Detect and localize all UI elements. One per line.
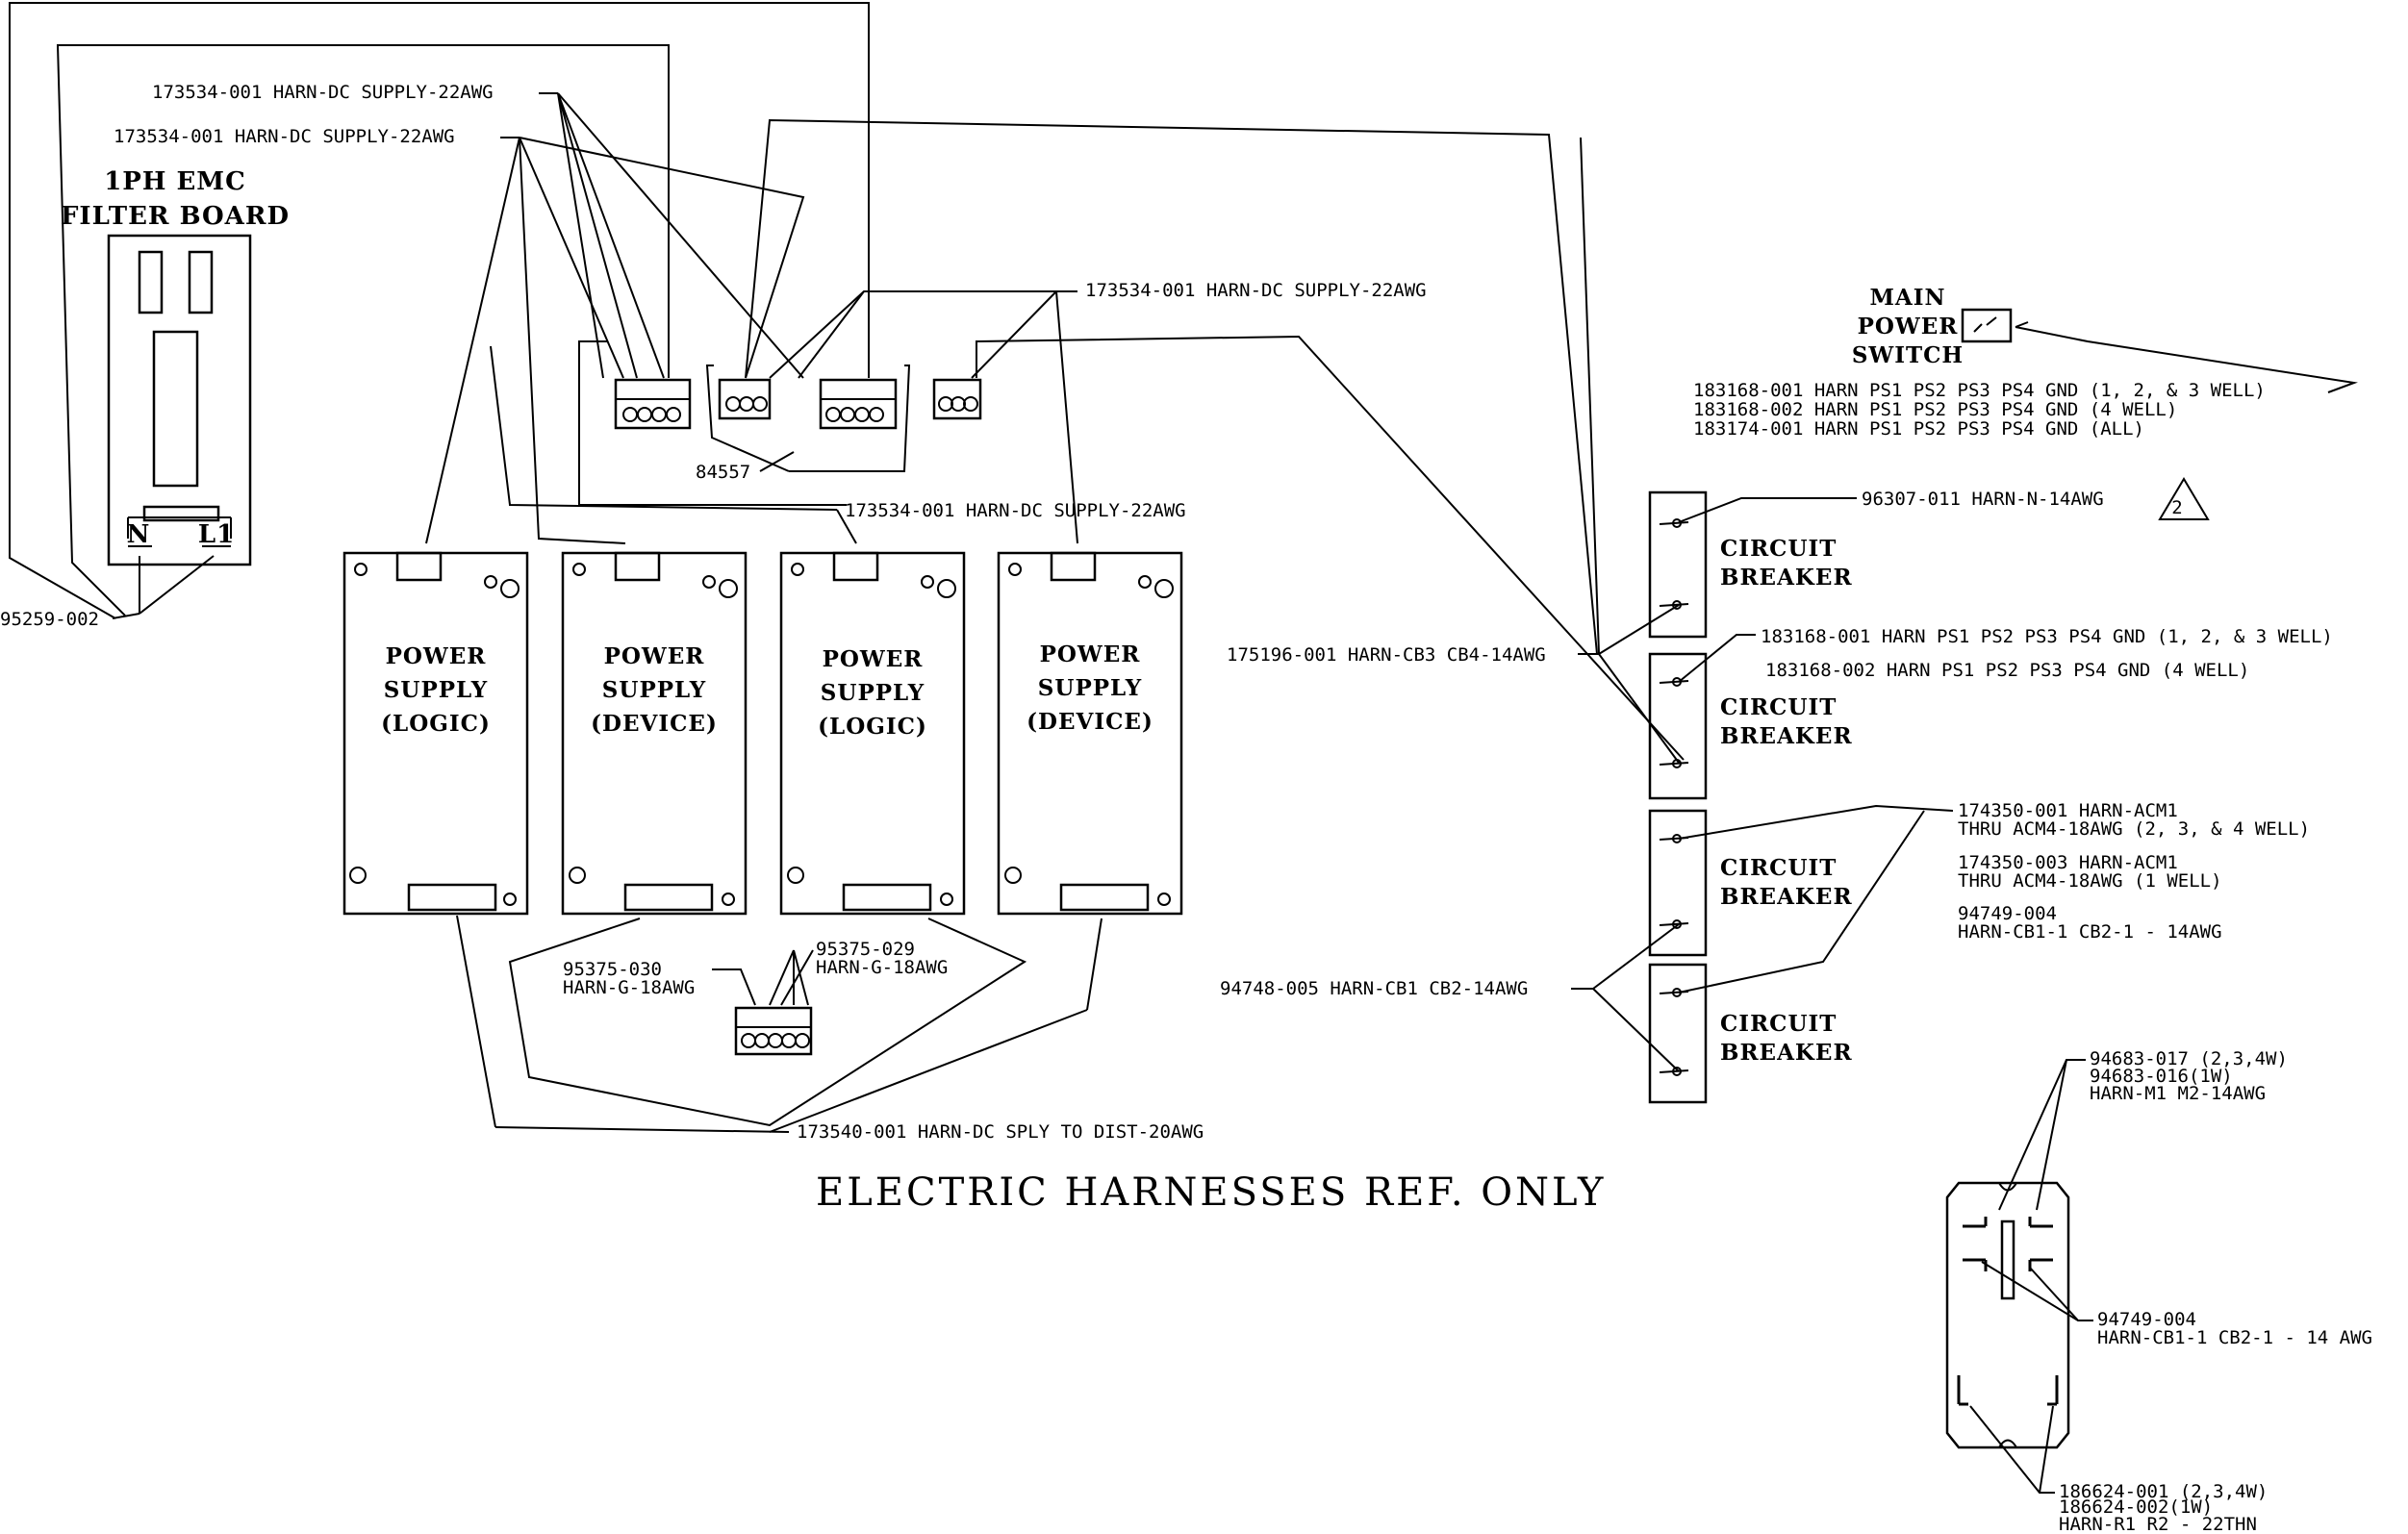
label-gnd-3: 183174-001 HARN PS1 PS2 PS3 PS4 GND (ALL… <box>1693 418 2144 440</box>
emc-wires: 95259-002 <box>0 2 870 630</box>
label-g029-b: HARN-G-18AWG <box>816 957 948 978</box>
label-harn-n: 96307-011 HARN-N-14AWG <box>1862 489 2104 510</box>
switch-line3: SWITCH <box>1852 342 1964 368</box>
ps4-line3: (DEVICE) <box>1027 709 1153 735</box>
label-r1-a: 186624-001 (2,3,4W) <box>2059 1481 2268 1502</box>
cb4-line2: BREAKER <box>1720 1040 1853 1066</box>
label-cb1-b: HARN-CB1-1 CB2-1 - 14AWG <box>1958 921 2222 943</box>
cb1-line2: BREAKER <box>1720 565 1853 591</box>
label-dc-supply-1: 173534-001 HARN-DC SUPPLY-22AWG <box>152 82 494 103</box>
ps3-line1: POWER <box>823 646 924 672</box>
ps1-line2: SUPPLY <box>384 677 488 703</box>
ps3-line3: (LOGIC) <box>818 714 927 740</box>
ps4-line1: POWER <box>1040 641 1141 667</box>
cb2-line1: CIRCUIT <box>1720 694 1837 720</box>
cb2-line2: BREAKER <box>1720 723 1853 749</box>
ps2-line2: SUPPLY <box>602 677 706 703</box>
label-dc-supply-2: 173534-001 HARN-DC SUPPLY-22AWG <box>114 126 455 147</box>
ground-harness: 95375-030 HARN-G-18AWG 95375-029 HARN-G-… <box>456 915 1204 1143</box>
label-acm-1a: 174350-001 HARN-ACM1 <box>1958 800 2178 821</box>
label-g030-b: HARN-G-18AWG <box>563 977 695 998</box>
label-acm-2a: 174350-003 HARN-ACM1 <box>1958 852 2178 873</box>
emc-filter-board: 1PH EMC FILTER BOARD N L1 <box>61 167 290 566</box>
label-cb3-cb4: 175196-001 HARN-CB3 CB4-14AWG <box>1227 644 1546 666</box>
main-power-switch: MAIN POWER SWITCH 183168-001 HARN PS1 PS… <box>1693 285 2358 440</box>
connectors-top: 84557 <box>578 340 982 506</box>
power-supply-2: POWER SUPPLY (DEVICE) <box>561 551 748 916</box>
label-g030-a: 95375-030 <box>563 959 662 980</box>
power-supply-3: POWER SUPPLY (LOGIC) <box>779 551 966 916</box>
label-g029-a: 95375-029 <box>816 939 915 960</box>
label-cb1-cb2: 94748-005 HARN-CB1 CB2-14AWG <box>1220 978 1528 999</box>
label-m1-b: 94683-016(1W) <box>2090 1066 2233 1087</box>
label-dc-supply-3: 173534-001 HARN-DC SUPPLY-22AWG <box>1085 280 1427 301</box>
power-supply-4: POWER SUPPLY (DEVICE) <box>997 551 1183 916</box>
diagram-title: ELECTRIC HARNESSES REF. ONLY <box>816 1170 1606 1215</box>
label-dist: 173540-001 HARN-DC SPLY TO DIST-20AWG <box>797 1121 1204 1143</box>
label-gnd-4: 183168-001 HARN PS1 PS2 PS3 PS4 GND (1, … <box>1761 626 2333 647</box>
label-cb1-a: 94749-004 <box>1958 903 2057 924</box>
label-m1-c: HARN-M1 M2-14AWG <box>2090 1083 2266 1104</box>
emc-title-line1: 1PH EMC <box>104 167 246 196</box>
ps2-line3: (DEVICE) <box>591 711 718 737</box>
relay: 94683-017 (2,3,4W) 94683-016(1W) HARN-M1… <box>1945 1048 2372 1534</box>
ps4-line2: SUPPLY <box>1038 675 1142 701</box>
label-acm-2b: THRU ACM4-18AWG (1 WELL) <box>1958 870 2222 892</box>
label-84557: 84557 <box>696 462 750 483</box>
circuit-breakers: CIRCUIT BREAKER CIRCUIT BREAKER CIRCUIT … <box>1220 137 2333 1104</box>
emc-title-line2: FILTER BOARD <box>61 202 290 231</box>
terminal-l1: L1 <box>198 520 235 549</box>
label-cb1-2b: HARN-CB1-1 CB2-1 - 14 AWG <box>2097 1327 2372 1348</box>
ps1-line1: POWER <box>386 643 487 669</box>
power-supply-1: POWER SUPPLY (LOGIC) <box>342 551 529 916</box>
dc-supply-wires: 173534-001 HARN-DC SUPPLY-22AWG 173534-0… <box>114 82 1685 761</box>
cb4-line1: CIRCUIT <box>1720 1011 1837 1037</box>
label-gnd-2: 183168-002 HARN PS1 PS2 PS3 PS4 GND (4 W… <box>1693 399 2177 420</box>
label-m1-a: 94683-017 (2,3,4W) <box>2090 1048 2288 1069</box>
label-dc-supply-4: 173534-001 HARN-DC SUPPLY-22AWG <box>845 500 1186 521</box>
terminal-n: N <box>127 520 151 549</box>
note-triangle-2: 2 <box>2171 497 2182 518</box>
ps2-line1: POWER <box>604 643 705 669</box>
power-supplies: POWER SUPPLY (LOGIC) POWER SUPPLY (DEVIC… <box>342 551 1183 916</box>
label-gnd-5: 183168-002 HARN PS1 PS2 PS3 PS4 GND (4 W… <box>1765 660 2249 681</box>
label-acm-1b: THRU ACM4-18AWG (2, 3, & 4 WELL) <box>1958 818 2310 840</box>
ps1-line3: (LOGIC) <box>381 711 491 737</box>
cb1-line1: CIRCUIT <box>1720 536 1837 562</box>
label-cb1-2a: 94749-004 <box>2097 1309 2196 1330</box>
label-95259-002: 95259-002 <box>0 609 99 630</box>
label-gnd-1: 183168-001 HARN PS1 PS2 PS3 PS4 GND (1, … <box>1693 380 2266 401</box>
label-r1-b: 186624-002(1W) <box>2059 1496 2213 1518</box>
switch-line2: POWER <box>1858 314 1959 339</box>
label-r1-c: HARN-R1 R2 - 22THN <box>2059 1514 2257 1534</box>
ps3-line2: SUPPLY <box>821 680 925 706</box>
switch-line1: MAIN <box>1869 285 1945 311</box>
cb3-line2: BREAKER <box>1720 884 1853 910</box>
cb3-line1: CIRCUIT <box>1720 855 1837 881</box>
